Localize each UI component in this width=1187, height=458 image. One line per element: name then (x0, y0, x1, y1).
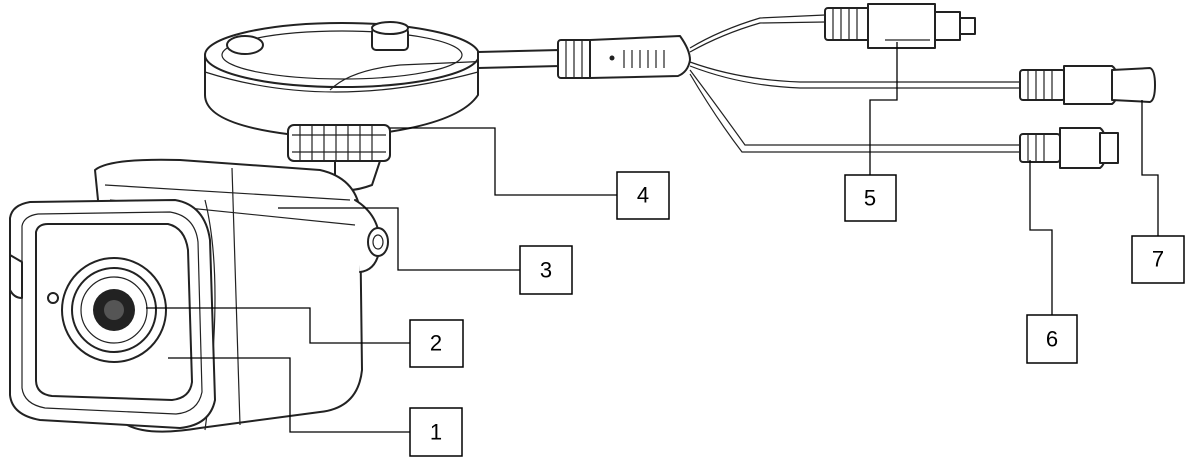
callout-4: 4 (616, 171, 670, 220)
callout-3: 3 (519, 245, 573, 295)
leader-7 (1141, 100, 1159, 236)
lens (61, 257, 167, 363)
leader-5 (869, 42, 898, 175)
callout-1: 1 (409, 407, 463, 457)
data-connector (1019, 127, 1119, 169)
callout-label: 3 (540, 258, 552, 283)
mounting-base (204, 21, 561, 139)
leader-lines (146, 42, 1159, 433)
callout-label: 4 (637, 183, 649, 208)
callout-5: 5 (844, 174, 897, 222)
callout-label: 1 (430, 420, 442, 445)
callout-2: 2 (409, 319, 464, 368)
power-connector (1019, 65, 1156, 105)
cable-assembly (477, 14, 1020, 153)
leader-3 (278, 207, 520, 271)
callout-label: 6 (1046, 327, 1058, 352)
callout-7: 7 (1131, 235, 1185, 284)
callout-label: 5 (864, 186, 876, 211)
leader-2 (146, 307, 410, 344)
leader-4 (390, 127, 617, 196)
callout-label: 2 (430, 331, 442, 356)
leader-1 (168, 357, 410, 433)
callout-6: 6 (1026, 314, 1078, 364)
bnc-connector (824, 3, 976, 49)
leader-6 (1029, 160, 1053, 315)
side-knob (354, 199, 389, 273)
callout-label: 7 (1152, 247, 1164, 272)
